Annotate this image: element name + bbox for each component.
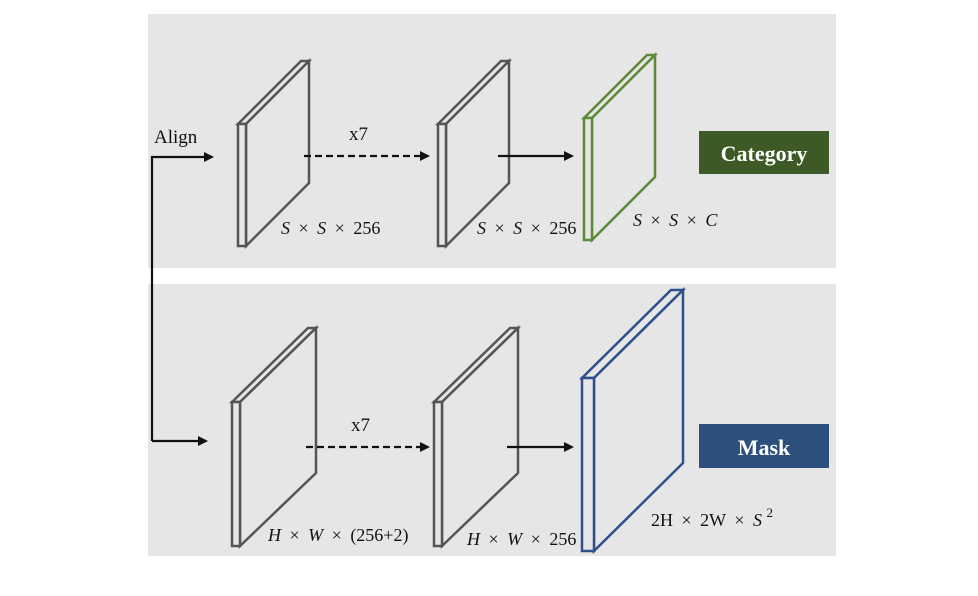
bottom-feature-map-3 xyxy=(578,287,687,554)
top-feature-map-2 xyxy=(434,57,513,250)
bottom-feature-map-2 xyxy=(430,325,522,549)
top-dim-3: S × S × C xyxy=(633,210,718,230)
top-feature-map-3 xyxy=(580,51,659,244)
top-feature-map-1 xyxy=(234,57,313,250)
bottom-dim-2: H × W × 256 xyxy=(466,529,576,549)
mask-output-box: Mask xyxy=(699,424,829,468)
bottom-dim-1: H × W × (256+2) xyxy=(267,525,408,546)
align-label: Align xyxy=(154,127,198,148)
bottom-dim-3: 2H × 2W × S 2 xyxy=(651,505,773,530)
top-dim-1: S × S × 256 xyxy=(281,218,380,238)
category-label: Category xyxy=(721,141,808,166)
bottom-repeat-label: x7 xyxy=(351,415,370,436)
top-repeat-label: x7 xyxy=(349,124,368,145)
top-dim-2: S × S × 256 xyxy=(477,218,576,238)
bottom-feature-map-1 xyxy=(228,325,320,549)
category-output-box: Category xyxy=(699,131,829,174)
align-connector-line xyxy=(150,152,214,441)
mask-label: Mask xyxy=(738,435,791,460)
